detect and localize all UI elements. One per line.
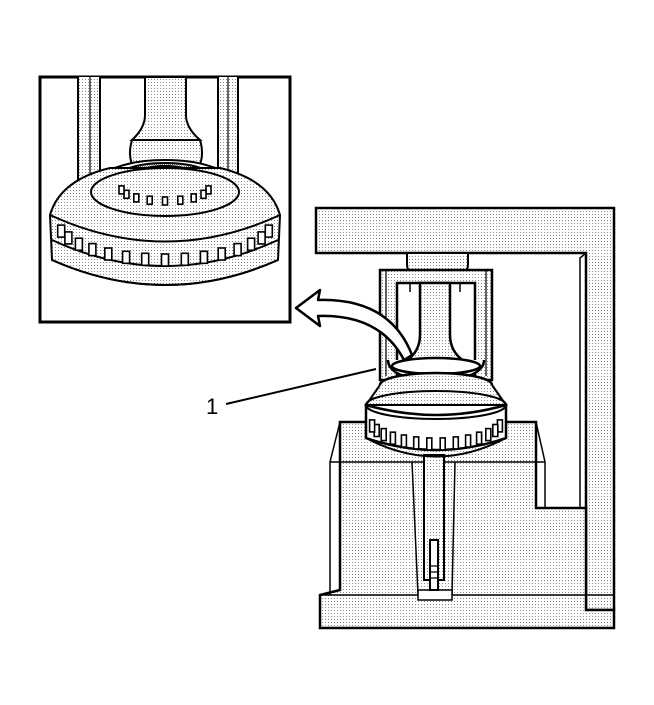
tone-ring-slot	[257, 231, 266, 245]
tone-ring-slot	[368, 419, 376, 433]
tone-ring-slot	[199, 250, 209, 265]
tone-ring-slot	[464, 434, 472, 448]
shaft	[423, 454, 445, 591]
tone-ring-slot	[412, 436, 420, 450]
tone-ring-slot	[56, 224, 66, 238]
tone-ring-slot	[140, 252, 150, 267]
tone-ring-slot	[190, 193, 197, 203]
tone-ring-slot	[161, 196, 169, 206]
tone-ring-slot	[146, 195, 153, 205]
inset-bearing-rollers	[118, 185, 212, 206]
tone-ring-slot	[264, 224, 274, 238]
tone-ring-slot	[74, 237, 84, 251]
tone-ring-slot	[233, 242, 242, 257]
tone-ring-slot	[400, 434, 408, 448]
detail-inset	[38, 75, 292, 324]
tone-ring-slot	[177, 195, 184, 205]
press-base-block	[318, 420, 616, 630]
tone-ring-slot	[88, 242, 97, 257]
tone-ring-slot	[121, 250, 131, 265]
tone-ring-slot	[452, 436, 460, 450]
tone-ring-slot	[180, 252, 190, 267]
tone-ring-slots	[368, 419, 504, 451]
tone-ring-slot	[389, 431, 397, 446]
tone-ring-slot	[475, 431, 483, 446]
tone-ring-slot	[491, 423, 499, 438]
tone-ring-slot	[246, 237, 256, 251]
press-tool	[378, 268, 494, 384]
tone-ring-slot	[217, 247, 226, 261]
callout-1: 1	[206, 368, 377, 419]
callout-1-leader	[225, 368, 377, 405]
tone-ring-slot	[133, 193, 140, 203]
detail-arrow	[294, 288, 414, 362]
tone-ring-slot	[104, 247, 113, 261]
tone-ring-slot	[118, 185, 125, 195]
tone-ring-slot	[380, 427, 388, 442]
tone-ring-slot	[439, 437, 447, 451]
tone-ring-slot	[64, 231, 73, 245]
tone-ring-slot	[425, 437, 433, 451]
press-frame	[314, 206, 616, 630]
tone-ring-slot	[484, 427, 492, 442]
tone-ring-slot	[200, 189, 207, 200]
tone-ring-slot	[160, 253, 170, 267]
callout-1-label: 1	[206, 394, 218, 419]
wheel-hub	[364, 371, 508, 458]
inset-tone-ring-slots	[56, 224, 274, 267]
